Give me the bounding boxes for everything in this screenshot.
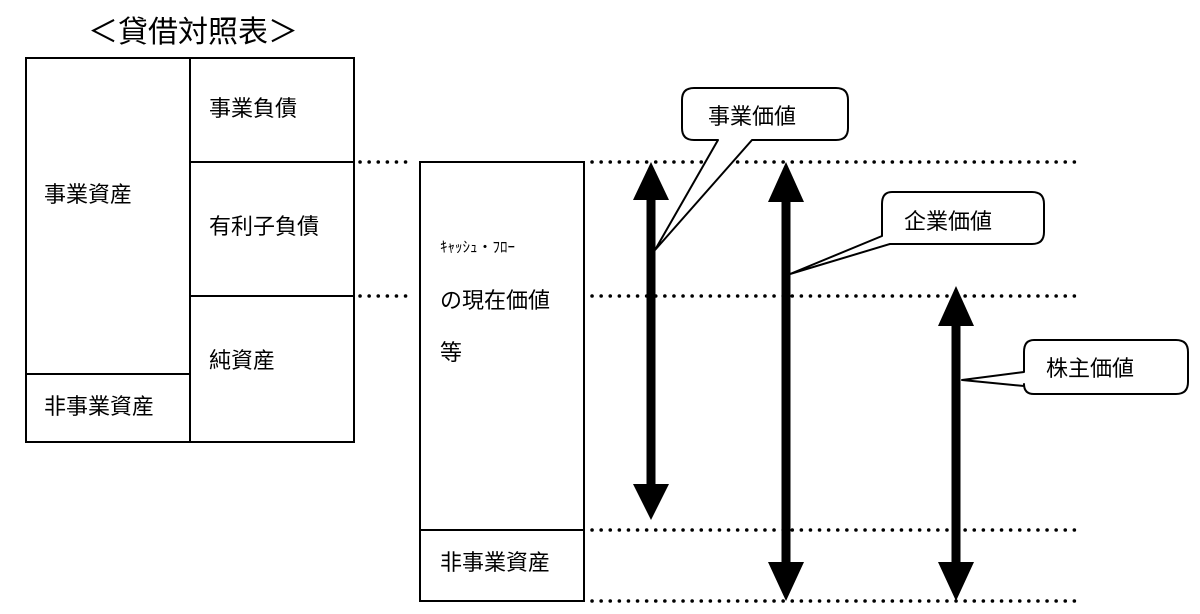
business-value-arrow xyxy=(633,162,669,520)
enterprise-value-arrow xyxy=(768,162,804,601)
diagram-title: ＜貸借対照表＞ xyxy=(88,15,298,50)
business-liabilities-label: 事業負債 xyxy=(209,97,297,122)
net-assets-box xyxy=(189,295,355,443)
shareholder-value-arrow xyxy=(938,286,974,601)
etc-label: 等 xyxy=(440,341,462,366)
business-value-callout: 事業価値 xyxy=(654,87,849,251)
enterprise-value-callout: 企業価値 xyxy=(789,191,1045,275)
enterprise-value-label: 企業価値 xyxy=(904,210,992,235)
valuation-column: ｷｬｯｼｭ・ﾌﾛｰ の現在価値 等 非事業資産 xyxy=(419,161,585,602)
business-assets-label: 事業資産 xyxy=(44,183,132,208)
shareholder-value-callout: 株主価値 xyxy=(961,339,1189,395)
non-business-assets-label: 非事業資産 xyxy=(44,395,154,420)
cash-flow-label: ｷｬｯｼｭ・ﾌﾛｰ xyxy=(440,238,515,256)
valuation-non-business-assets-box xyxy=(419,529,585,602)
non-business-assets-box xyxy=(25,373,191,443)
business-assets-box xyxy=(25,57,191,375)
interest-bearing-debt-box xyxy=(189,161,355,297)
present-value-label: の現在価値 xyxy=(440,289,550,314)
shareholder-value-label: 株主価値 xyxy=(1046,357,1134,382)
business-liabilities-box xyxy=(189,57,355,163)
business-value-label: 事業価値 xyxy=(708,105,796,130)
balance-sheet: 事業資産 非事業資産 事業負債 有利子負債 純資産 xyxy=(25,57,355,443)
interest-bearing-debt-label: 有利子負債 xyxy=(209,215,319,240)
net-assets-label: 純資産 xyxy=(209,349,275,374)
valuation-non-business-assets-label: 非事業資産 xyxy=(440,551,550,576)
